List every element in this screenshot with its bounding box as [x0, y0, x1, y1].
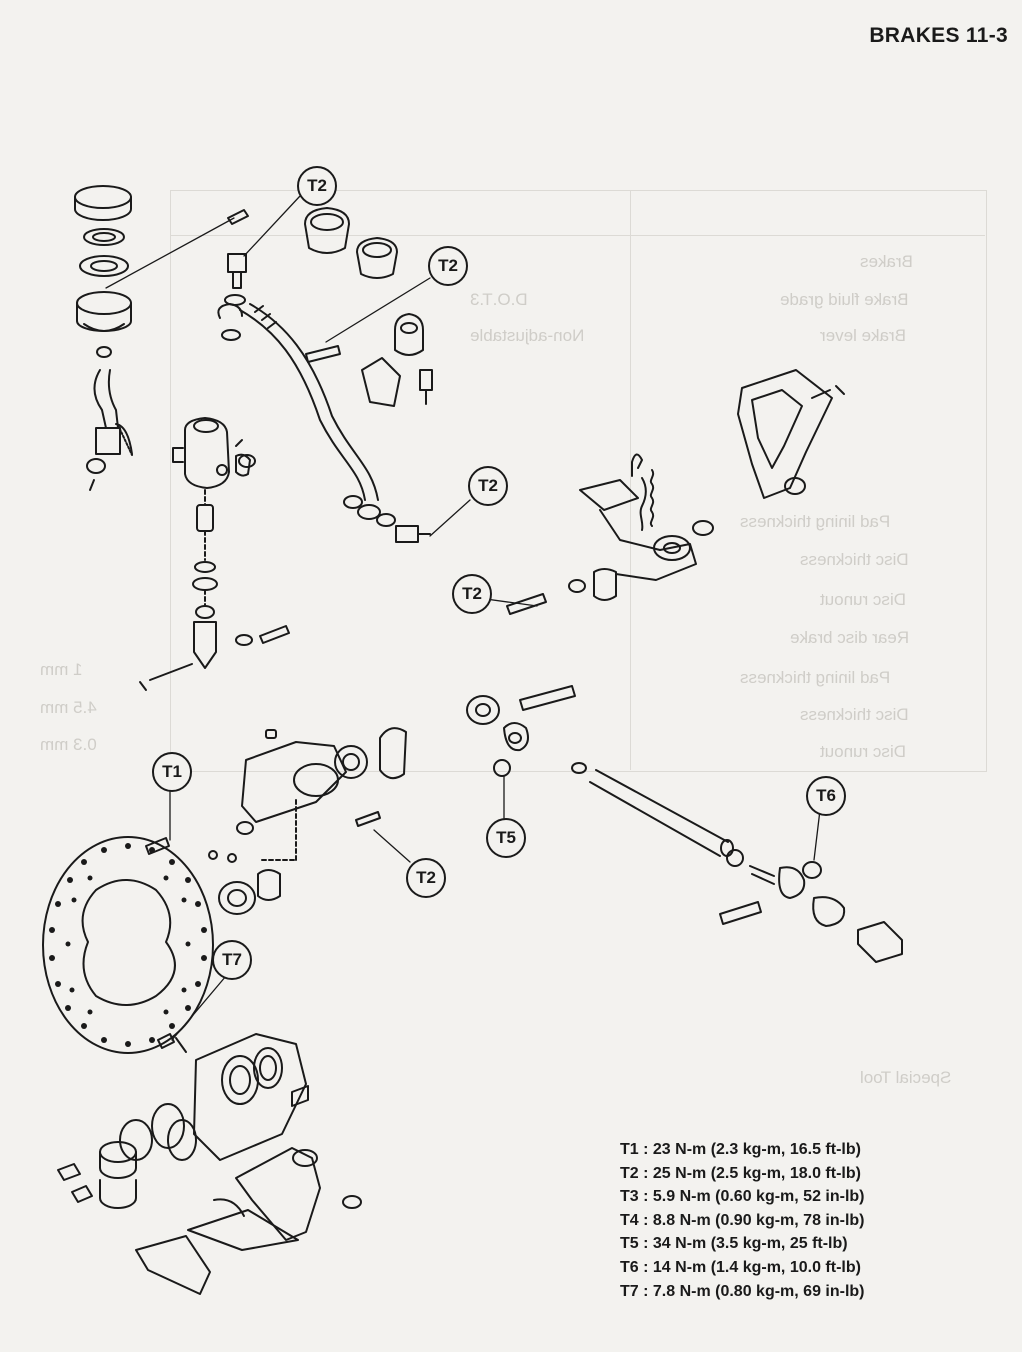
torque-spec-t5: T5 : 34 N-m (3.5 kg-m, 25 ft-lb) — [620, 1235, 848, 1253]
master-cylinder-body — [139, 417, 290, 691]
torque-spec-t1: T1 : 23 N-m (2.3 kg-m, 16.5 ft-lb) — [620, 1141, 861, 1158]
torque-spec-t4: T4 : 8.8 N-m (0.90 kg-m, 78 in-lb) — [620, 1211, 865, 1229]
callout-t2-top: T2 — [297, 166, 337, 206]
torque-spec-t3: T3 : 5.9 N-m (0.60 kg-m, 52 in-lb) — [620, 1188, 865, 1206]
reservoir-bolt — [227, 209, 249, 225]
callout-t7-caliper: T7 — [212, 940, 252, 980]
callout-t5-rod: T5 — [486, 818, 526, 858]
master-cylinder-reservoir-assembly — [74, 185, 235, 491]
hose-clamps — [304, 207, 433, 407]
callout-t2-banjo: T2 — [468, 466, 508, 506]
torque-spec-list: T1 : 23 N-m (2.3 kg-m, 16.5 ft-lb) T2 : … — [620, 1138, 865, 1303]
torque-spec-t2: T2 : 25 N-m (2.5 kg-m, 18.0 ft-lb) — [620, 1164, 861, 1182]
callout-t2-arm: T2 — [406, 858, 446, 898]
callout-t1-disc: T1 — [152, 752, 192, 792]
brake-hose-assembly — [217, 253, 431, 543]
callout-t2-hose-bolt: T2 — [428, 246, 468, 286]
torque-spec-t6: T6 : 14 N-m (1.4 kg-m, 10.0 ft-lb) — [620, 1258, 861, 1276]
callout-leaders — [169, 195, 821, 1041]
brake-disc — [42, 836, 214, 1054]
callout-t6-rod-end: T6 — [806, 776, 846, 816]
caliper-assembly — [57, 1033, 362, 1295]
pivot-arm-assembly — [208, 727, 407, 915]
footrest-bracket — [737, 369, 845, 499]
torque-spec-t7: T7 : 7.8 N-m (0.80 kg-m, 69 in-lb) — [620, 1282, 865, 1300]
brake-pedal-assembly — [506, 453, 714, 615]
callout-t2-pedal: T2 — [452, 574, 492, 614]
brake-linkage — [466, 685, 903, 963]
page-header: BRAKES 11-3 — [869, 24, 1008, 47]
